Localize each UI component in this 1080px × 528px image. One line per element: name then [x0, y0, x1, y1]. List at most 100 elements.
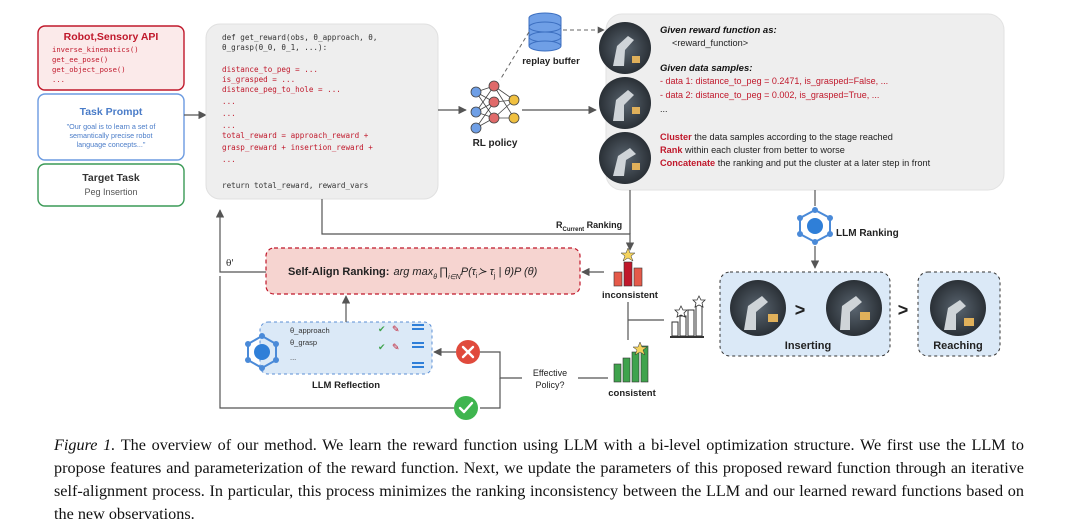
tau-j-sub: j: [493, 273, 496, 280]
data-sample-1: - data 1: distance_to_peg = 0.2471, is_g…: [660, 76, 888, 86]
rank-rest: within each cluster from better to worse: [682, 145, 844, 155]
theta-update-arrow: [215, 209, 266, 273]
prior-term: | θ)P (θ): [495, 266, 537, 278]
self-align-ranking-box: Self-Align Ranking:arg maxθ∏i∈NP(τi≻ τj …: [265, 247, 581, 295]
success-loop-line: [219, 276, 454, 409]
code-line-7: ...: [222, 97, 236, 106]
self-align-formula: Self-Align Ranking:arg maxθ∏i∈NP(τi≻ τj …: [288, 266, 538, 281]
api-line-3: get_object_pose(): [52, 65, 126, 74]
figure-caption: Figure 1. The overview of our method. We…: [54, 434, 1024, 526]
task-prompt-line-2: semantically precise robot: [69, 131, 152, 140]
llm-reflection-box: θ_approach θ_grasp ... ✔ ✎ ✔ ✎: [259, 321, 433, 375]
task-prompt-line-1: "Our goal is to learn a set of: [67, 122, 156, 131]
consistent-bars-icon: [613, 341, 649, 383]
api-line-4: ...: [52, 75, 65, 84]
given-reward-label: Given reward function as:: [660, 25, 777, 36]
r-letter: R: [556, 220, 563, 230]
code-to-ranking-arrow: [321, 199, 635, 251]
cluster-instruction: Cluster the data samples according to th…: [660, 132, 893, 142]
effective-policy-line-2: Policy?: [535, 380, 564, 390]
llm-prompt-panel: Given reward function as: <reward_functi…: [599, 13, 1005, 191]
task-prompt-box: Task Prompt "Our goal is to learn a set …: [37, 93, 185, 161]
ranking-word: Ranking: [584, 220, 622, 230]
code-line-9: ...: [222, 121, 236, 130]
likelihood-term: P(τ: [461, 266, 477, 278]
product-sub: i∈N: [448, 274, 462, 281]
reflection-line-3: ...: [290, 353, 296, 362]
cluster-rest: the data samples according to the stage …: [692, 132, 893, 142]
replay-buffer-icon: [528, 12, 562, 52]
llm-reflection-label: LLM Reflection: [312, 380, 380, 391]
robot-thumbnail-1: [599, 22, 651, 74]
decision-to-fail-line: [480, 351, 522, 379]
target-task-title: Target Task: [82, 172, 140, 184]
greater-than-1: >: [795, 300, 806, 320]
target-task-value: Peg Insertion: [84, 187, 137, 197]
data-sample-dots: ...: [660, 104, 668, 114]
ranking-stats-icon: [670, 295, 706, 338]
data-sample-2: - data 2: distance_to_peg = 0.002, is_gr…: [660, 90, 879, 100]
arg-max-sub: θ: [433, 274, 437, 281]
code-line-6: distance_peg_to_hole = ...: [222, 85, 341, 94]
code-line-11: grasp_reward + insertion_reward +: [222, 143, 373, 152]
succ-term: ≻ τ: [477, 266, 494, 278]
theta-prime-label: θ': [226, 259, 234, 269]
tau-i-sub: i: [476, 273, 478, 280]
concat-instruction: Concatenate the ranking and put the clus…: [660, 158, 931, 168]
inserting-label: Inserting: [785, 340, 831, 352]
reward-function-placeholder: <reward_function>: [672, 38, 748, 48]
robot-thumbnail-3: [599, 132, 651, 184]
reaching-panel: Reaching: [917, 271, 1001, 357]
greater-than-2: >: [898, 300, 909, 320]
rank-instruction: Rank within each cluster from better to …: [660, 145, 845, 155]
reflection-line-1: θ_approach: [290, 326, 330, 335]
replay-buffer-label: replay buffer: [522, 56, 580, 67]
task-prompt-line-3: language concepts...": [77, 140, 146, 149]
given-data-label: Given data samples:: [660, 63, 752, 74]
code-line-14: return total_reward, reward_vars: [222, 181, 368, 190]
effective-policy-line-1: Effective: [533, 368, 567, 378]
code-line-12: ...: [222, 155, 236, 164]
code-line-1: def get_reward(obs, θ_approach, θ,: [222, 33, 377, 42]
rank-keyword: Rank: [660, 145, 683, 155]
figure-number: Figure 1.: [54, 436, 116, 454]
rl-policy-label: RL policy: [473, 138, 518, 149]
policy-to-buffer-dashed: [499, 31, 530, 81]
code-line-8: ...: [222, 109, 236, 118]
task-prompt-title: Task Prompt: [80, 106, 143, 118]
llm-ranking-label: LLM Ranking: [836, 228, 899, 239]
inconsistent-bars-icon: [613, 247, 643, 287]
r-current-sub: Current: [563, 227, 585, 233]
target-task-box: Target Task Peg Insertion: [37, 163, 185, 207]
check-mark-2-icon: ✔: [378, 342, 386, 352]
method-diagram: Robot,Sensory API inverse_kinematics() g…: [37, 12, 1005, 420]
pencil-2-icon: ✎: [392, 342, 400, 352]
concat-keyword: Concatenate: [660, 158, 715, 168]
reaching-label: Reaching: [933, 340, 983, 352]
cluster-keyword: Cluster: [660, 132, 692, 142]
api-line-2: get_ee_pose(): [52, 55, 108, 64]
check-mark-1-icon: ✔: [378, 324, 386, 334]
inserting-panel: > Inserting: [719, 271, 891, 357]
reward-code-box: def get_reward(obs, θ_approach, θ, θ_gra…: [205, 23, 439, 200]
r-current-ranking-label: RCurrent Ranking: [556, 220, 622, 233]
llm-reflection-icon: [245, 333, 279, 371]
code-line-5: is_grasped = ...: [222, 75, 295, 84]
decision-to-success-line: [480, 378, 501, 409]
success-check-icon: [454, 396, 478, 420]
robot-thumbnail-2: [599, 77, 651, 129]
llm-ranking-icon: [797, 207, 833, 245]
concat-rest: the ranking and put the cluster at a lat…: [715, 158, 930, 168]
consistent-label: consistent: [608, 388, 656, 399]
pencil-1-icon: ✎: [392, 324, 400, 334]
code-line-4: distance_to_peg = ...: [222, 65, 318, 74]
robot-api-box: Robot,Sensory API inverse_kinematics() g…: [37, 25, 185, 91]
self-align-label: Self-Align Ranking:: [288, 266, 389, 278]
product-term: ∏: [439, 266, 448, 278]
code-line-2: θ_grasp(θ_0, θ_1, ...):: [222, 43, 327, 52]
fail-cross-icon: [456, 340, 480, 364]
robot-api-title: Robot,Sensory API: [64, 31, 159, 43]
rl-policy-network-icon: [470, 80, 520, 134]
caption-text: The overview of our method. We learn the…: [54, 436, 1024, 523]
inconsistent-label: inconsistent: [602, 290, 659, 301]
